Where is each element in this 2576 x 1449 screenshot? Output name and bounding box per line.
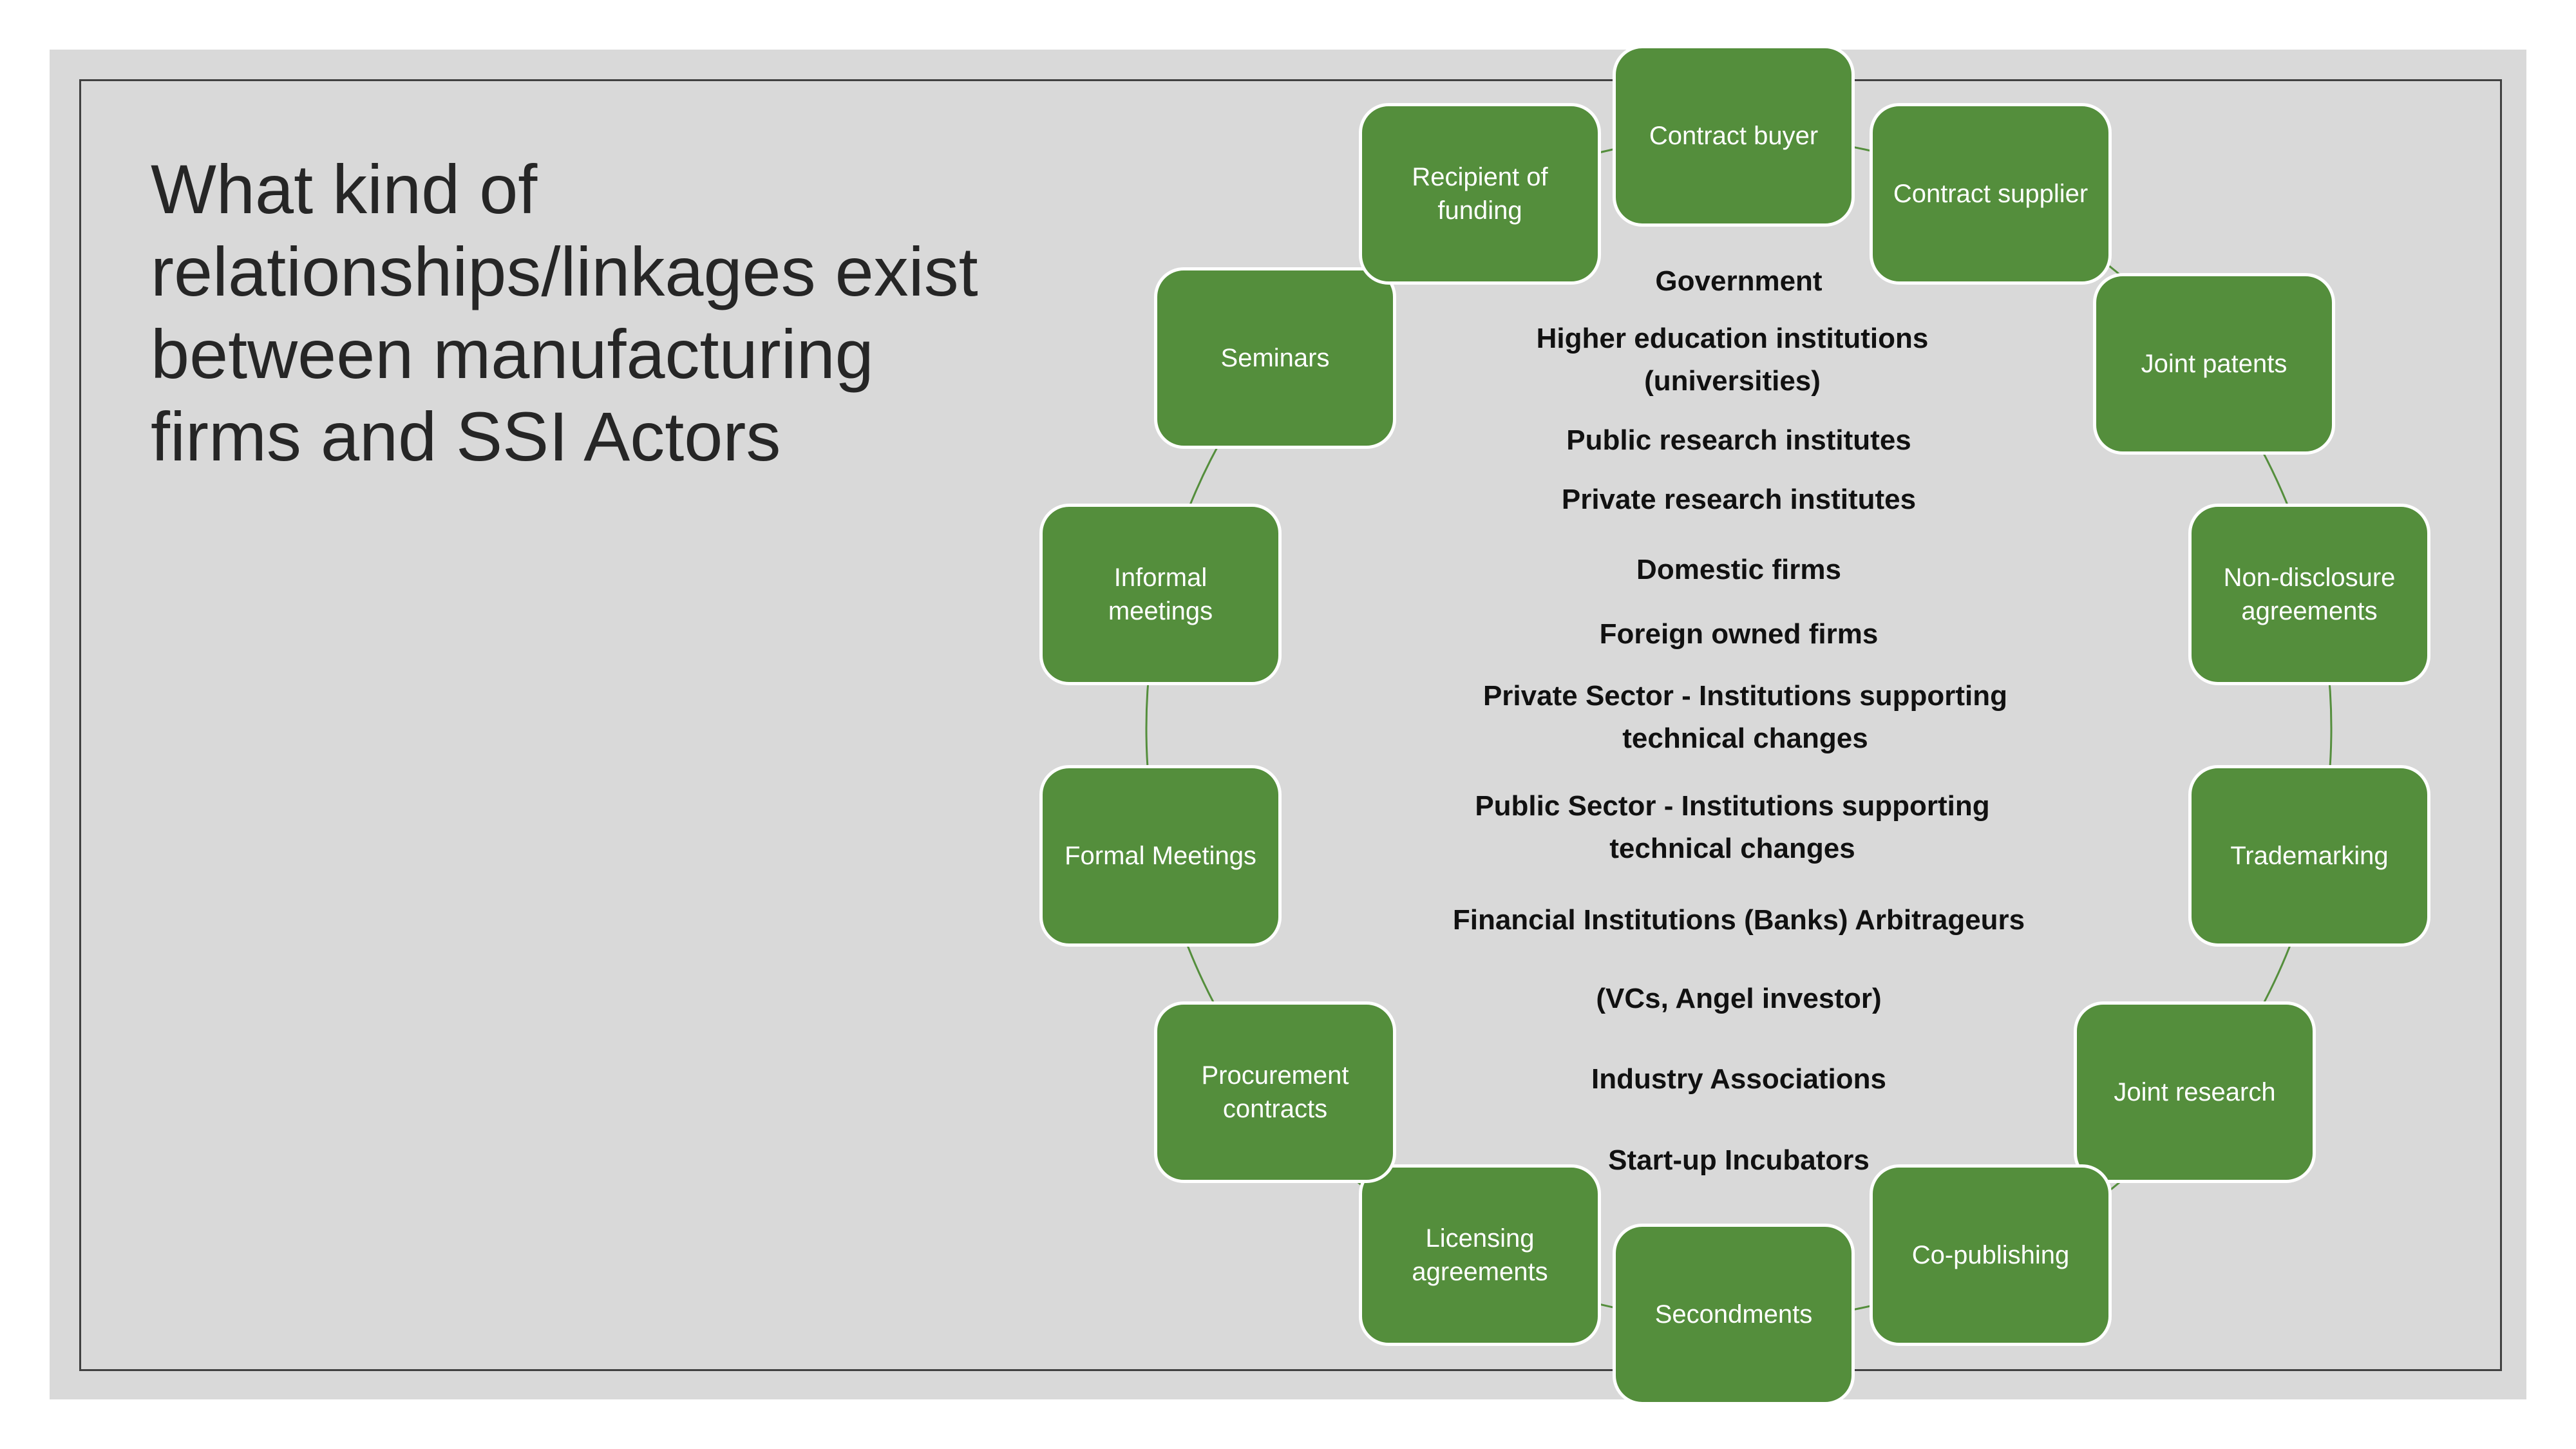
- node-joint-research: Joint research: [2074, 1001, 2316, 1183]
- node-co-publishing: Co-publishing: [1870, 1164, 2112, 1346]
- actor-financial-institutions: Financial Institutions (Banks) Arbitrage…: [1452, 904, 2025, 936]
- actor-public-sector-institutions: Public Sector - Institutions supporting …: [1475, 790, 1990, 864]
- node-licensing-agreements: Licensing agreements: [1359, 1164, 1601, 1346]
- node-non-disclosure-agreements: Non-disclosure agreements: [2188, 504, 2430, 685]
- actor-vcs-angel-investor: (VCs, Angel investor): [1596, 983, 1882, 1014]
- actor-private-sector-institutions: Private Sector - Institutions supporting…: [1482, 680, 2008, 754]
- node-procurement-contracts: Procurement contracts: [1154, 1001, 1396, 1183]
- node-secondments: Secondments: [1613, 1224, 1855, 1405]
- node-seminars: Seminars: [1154, 267, 1396, 449]
- node-contract-buyer: Contract buyer: [1613, 45, 1855, 227]
- slide-title: What kind of relationships/linkages exis…: [151, 150, 978, 475]
- actor-government: Government: [1655, 265, 1823, 297]
- actor-public-research-institutes: Public research institutes: [1566, 424, 1911, 456]
- node-joint-patents: Joint patents: [2093, 273, 2335, 455]
- node-trademarking: Trademarking: [2188, 765, 2430, 947]
- actor-industry-associations: Industry Associations: [1591, 1063, 1887, 1095]
- slide-frame: [79, 79, 2502, 1371]
- actor-foreign-owned-firms: Foreign owned firms: [1599, 618, 1879, 650]
- actor-private-research-institutes: Private research institutes: [1561, 484, 1917, 515]
- node-formal-meetings: Formal Meetings: [1039, 765, 1282, 947]
- node-recipient-of-funding: Recipient of funding: [1359, 103, 1601, 285]
- actor-domestic-firms: Domestic firms: [1636, 554, 1841, 585]
- node-contract-supplier: Contract supplier: [1870, 103, 2112, 285]
- node-informal-meetings: Informal meetings: [1039, 504, 1282, 685]
- actor-higher-education: Higher education institutions (universit…: [1536, 323, 1929, 397]
- actor-start-up-incubators: Start-up Incubators: [1608, 1144, 1870, 1176]
